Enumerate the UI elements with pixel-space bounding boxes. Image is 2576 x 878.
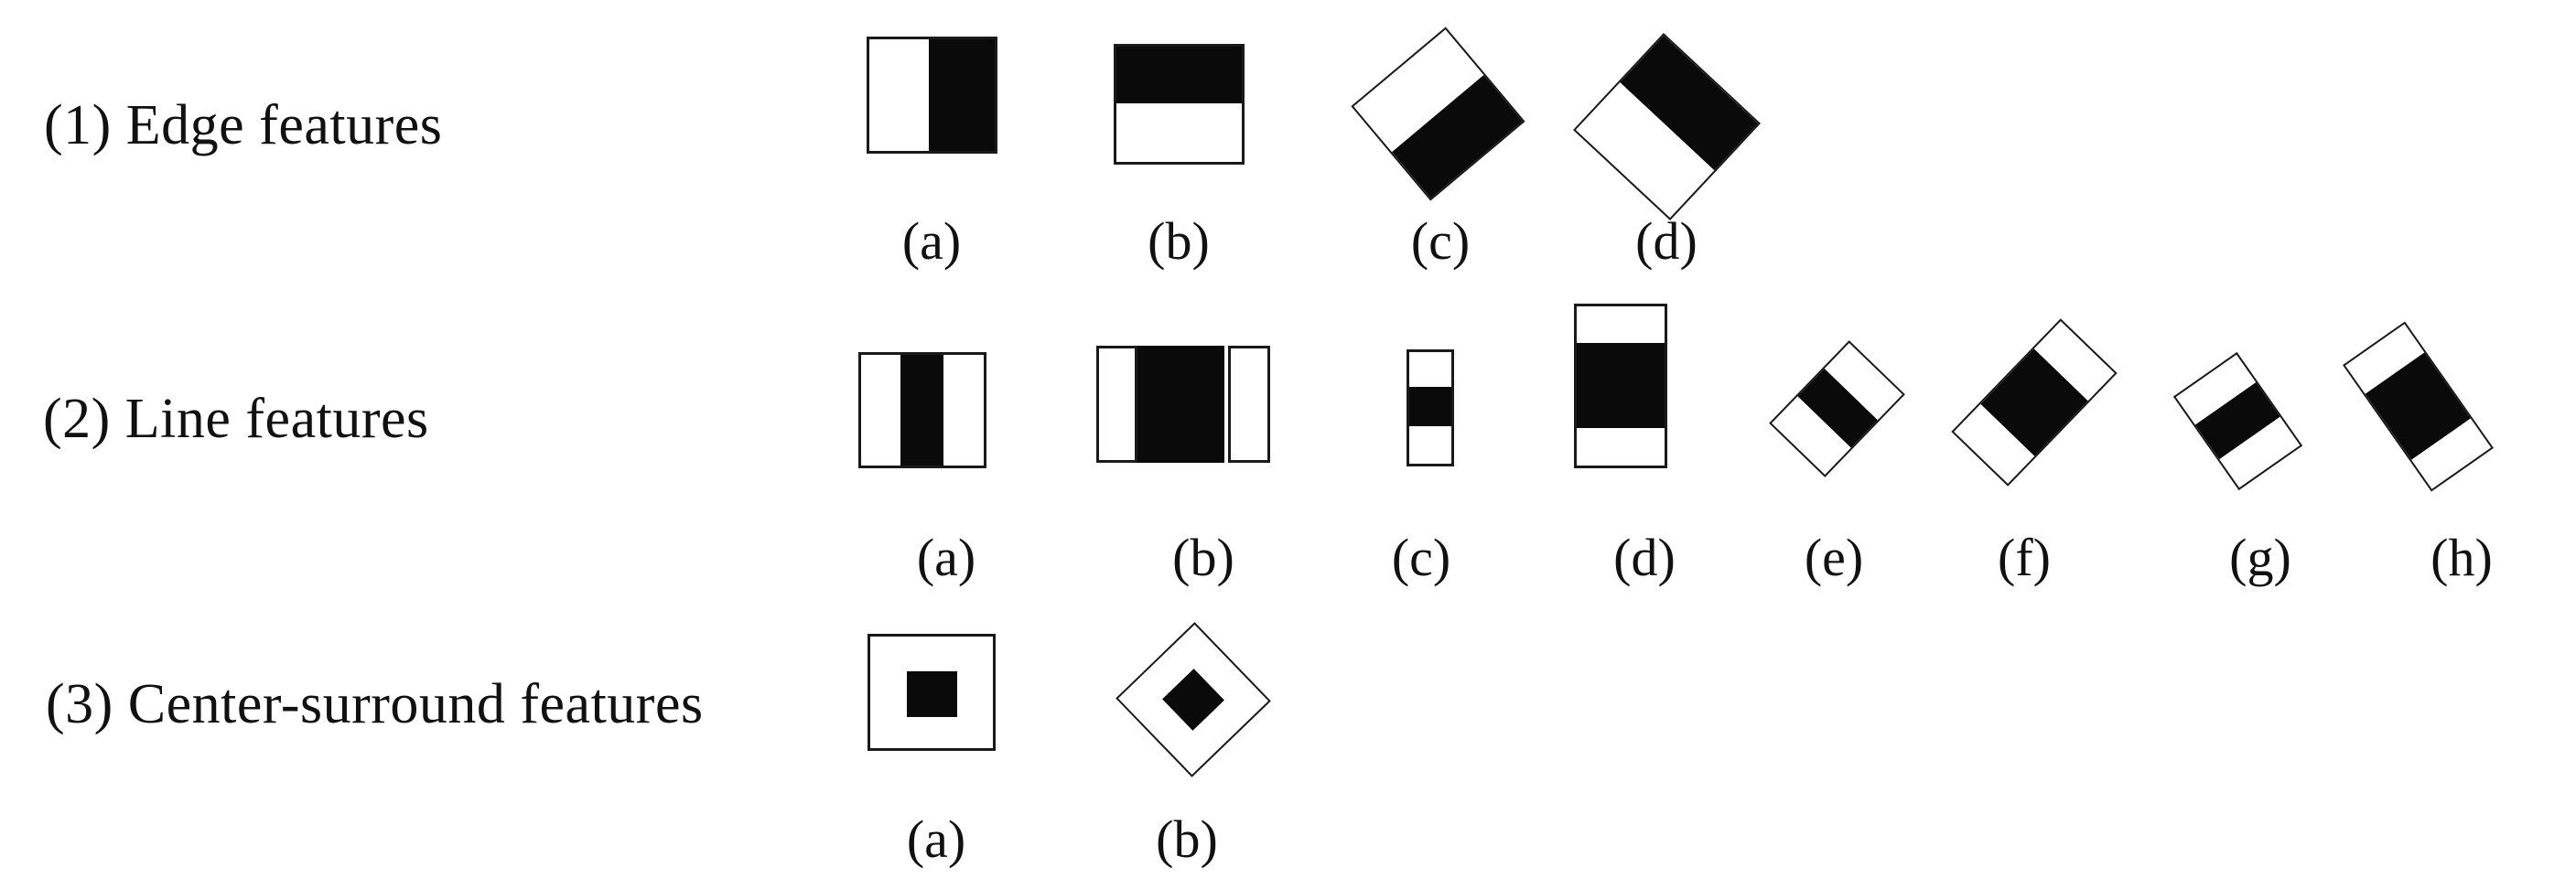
row1-feature-d-edge-rotated	[1572, 32, 1761, 220]
row1-feature-c-edge-rotated	[1350, 26, 1525, 201]
black-region	[1619, 35, 1760, 172]
black-region	[2194, 380, 2280, 459]
row1-feature-b-edge-horizontal	[1113, 44, 1245, 165]
black-region	[900, 354, 943, 466]
row2-label-e: (e)	[1804, 528, 1864, 587]
row2-feature-b-line-vertical-wide	[1096, 346, 1270, 463]
row2-feature-a-line-vertical	[858, 351, 986, 468]
row2-feature-c-line-horizontal	[1407, 349, 1454, 466]
row2-label-c: (c)	[1391, 528, 1451, 587]
black-region	[2365, 351, 2472, 460]
black-region	[1796, 369, 1879, 449]
row2-label-g: (g)	[2229, 528, 2291, 587]
white-region	[1228, 346, 1270, 463]
row2-feature-d-line-horizontal-wide	[1574, 304, 1667, 468]
row2-label-h: (h)	[2430, 528, 2493, 587]
row2-feature-g-line-rotated	[2172, 351, 2302, 490]
row1-label-a: (a)	[901, 211, 962, 271]
row2-feature-h-line-rotated-wide	[2342, 320, 2494, 492]
row1-label-d: (d)	[1635, 211, 1698, 271]
row2-label-f: (f)	[1998, 528, 2051, 587]
row2-label-a: (a)	[916, 528, 976, 587]
black-region	[1137, 346, 1224, 463]
row1-label-c: (c)	[1410, 211, 1471, 271]
black-region	[1116, 47, 1242, 103]
black-region	[1409, 387, 1451, 426]
row-title-edge-features: (1) Edge features	[44, 94, 443, 156]
row-title-center-surround-features: (3) Center-surround features	[46, 673, 704, 735]
black-region	[907, 671, 957, 717]
black-region	[1577, 343, 1665, 428]
row1-feature-a-edge-vertical	[866, 37, 997, 154]
row1-label-b: (b)	[1148, 211, 1210, 271]
row3-feature-a-center-surround	[868, 634, 996, 751]
row3-label-b: (b)	[1156, 809, 1218, 869]
black-region	[928, 39, 995, 151]
row2-label-d: (d)	[1613, 528, 1676, 587]
row2-feature-e-line-rotated	[1768, 340, 1905, 477]
row3-label-a: (a)	[906, 809, 966, 869]
black-region	[1162, 669, 1224, 731]
white-region	[1096, 346, 1137, 463]
row2-feature-f-line-rotated-wide	[1951, 318, 2118, 487]
row2-label-b: (b)	[1172, 528, 1234, 587]
black-region	[1391, 72, 1525, 199]
row3-feature-b-center-surround-rotated	[1116, 622, 1271, 777]
black-region	[1980, 348, 2089, 457]
row-title-line-features: (2) Line features	[43, 388, 429, 450]
